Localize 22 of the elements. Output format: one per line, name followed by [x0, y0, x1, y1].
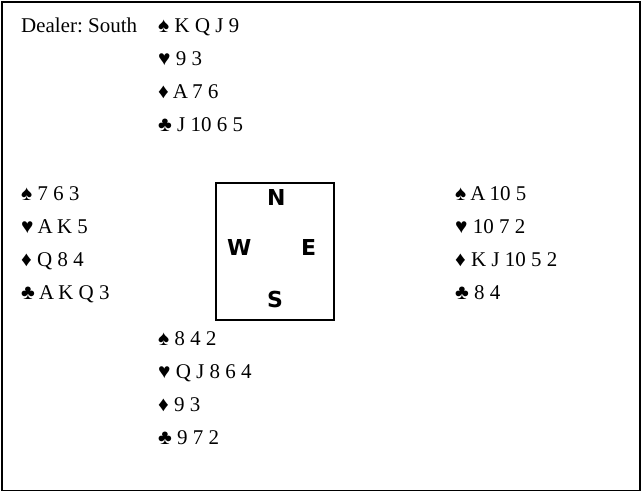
card-holding: ♠ 7 6 3 [21, 181, 80, 205]
compass-letter: S [267, 288, 283, 314]
compass-letter: N [267, 186, 286, 212]
card-holding: ♠ A 10 5 [455, 181, 526, 205]
card-holding: ♦ A 7 6 [158, 79, 218, 103]
card-holding: ♥ 9 3 [158, 46, 202, 70]
compass-letter: W [227, 236, 252, 262]
card-holding: ♥ 10 7 2 [455, 214, 526, 238]
card-holding: ♦ K J 10 5 2 [455, 247, 558, 271]
card-holding: ♣ A K Q 3 [21, 280, 110, 304]
dealer-note: Dealer: South [21, 13, 138, 37]
card-holding: ♦ Q 8 4 [21, 247, 84, 271]
card-holding: ♣ J 10 6 5 [158, 112, 243, 136]
card-holding: ♠ 8 4 2 [158, 326, 216, 350]
card-holding: ♠ K Q J 9 [158, 13, 240, 37]
card-holding: ♣ 9 7 2 [158, 425, 220, 449]
card-holding: ♦ 9 3 [158, 392, 200, 416]
compass-letter: E [301, 236, 316, 262]
card-holding: ♥ A K 5 [21, 214, 88, 238]
card-holding: ♥ Q J 8 6 4 [158, 359, 252, 383]
compass-box [215, 182, 335, 321]
card-holding: ♣ 8 4 [455, 280, 500, 304]
